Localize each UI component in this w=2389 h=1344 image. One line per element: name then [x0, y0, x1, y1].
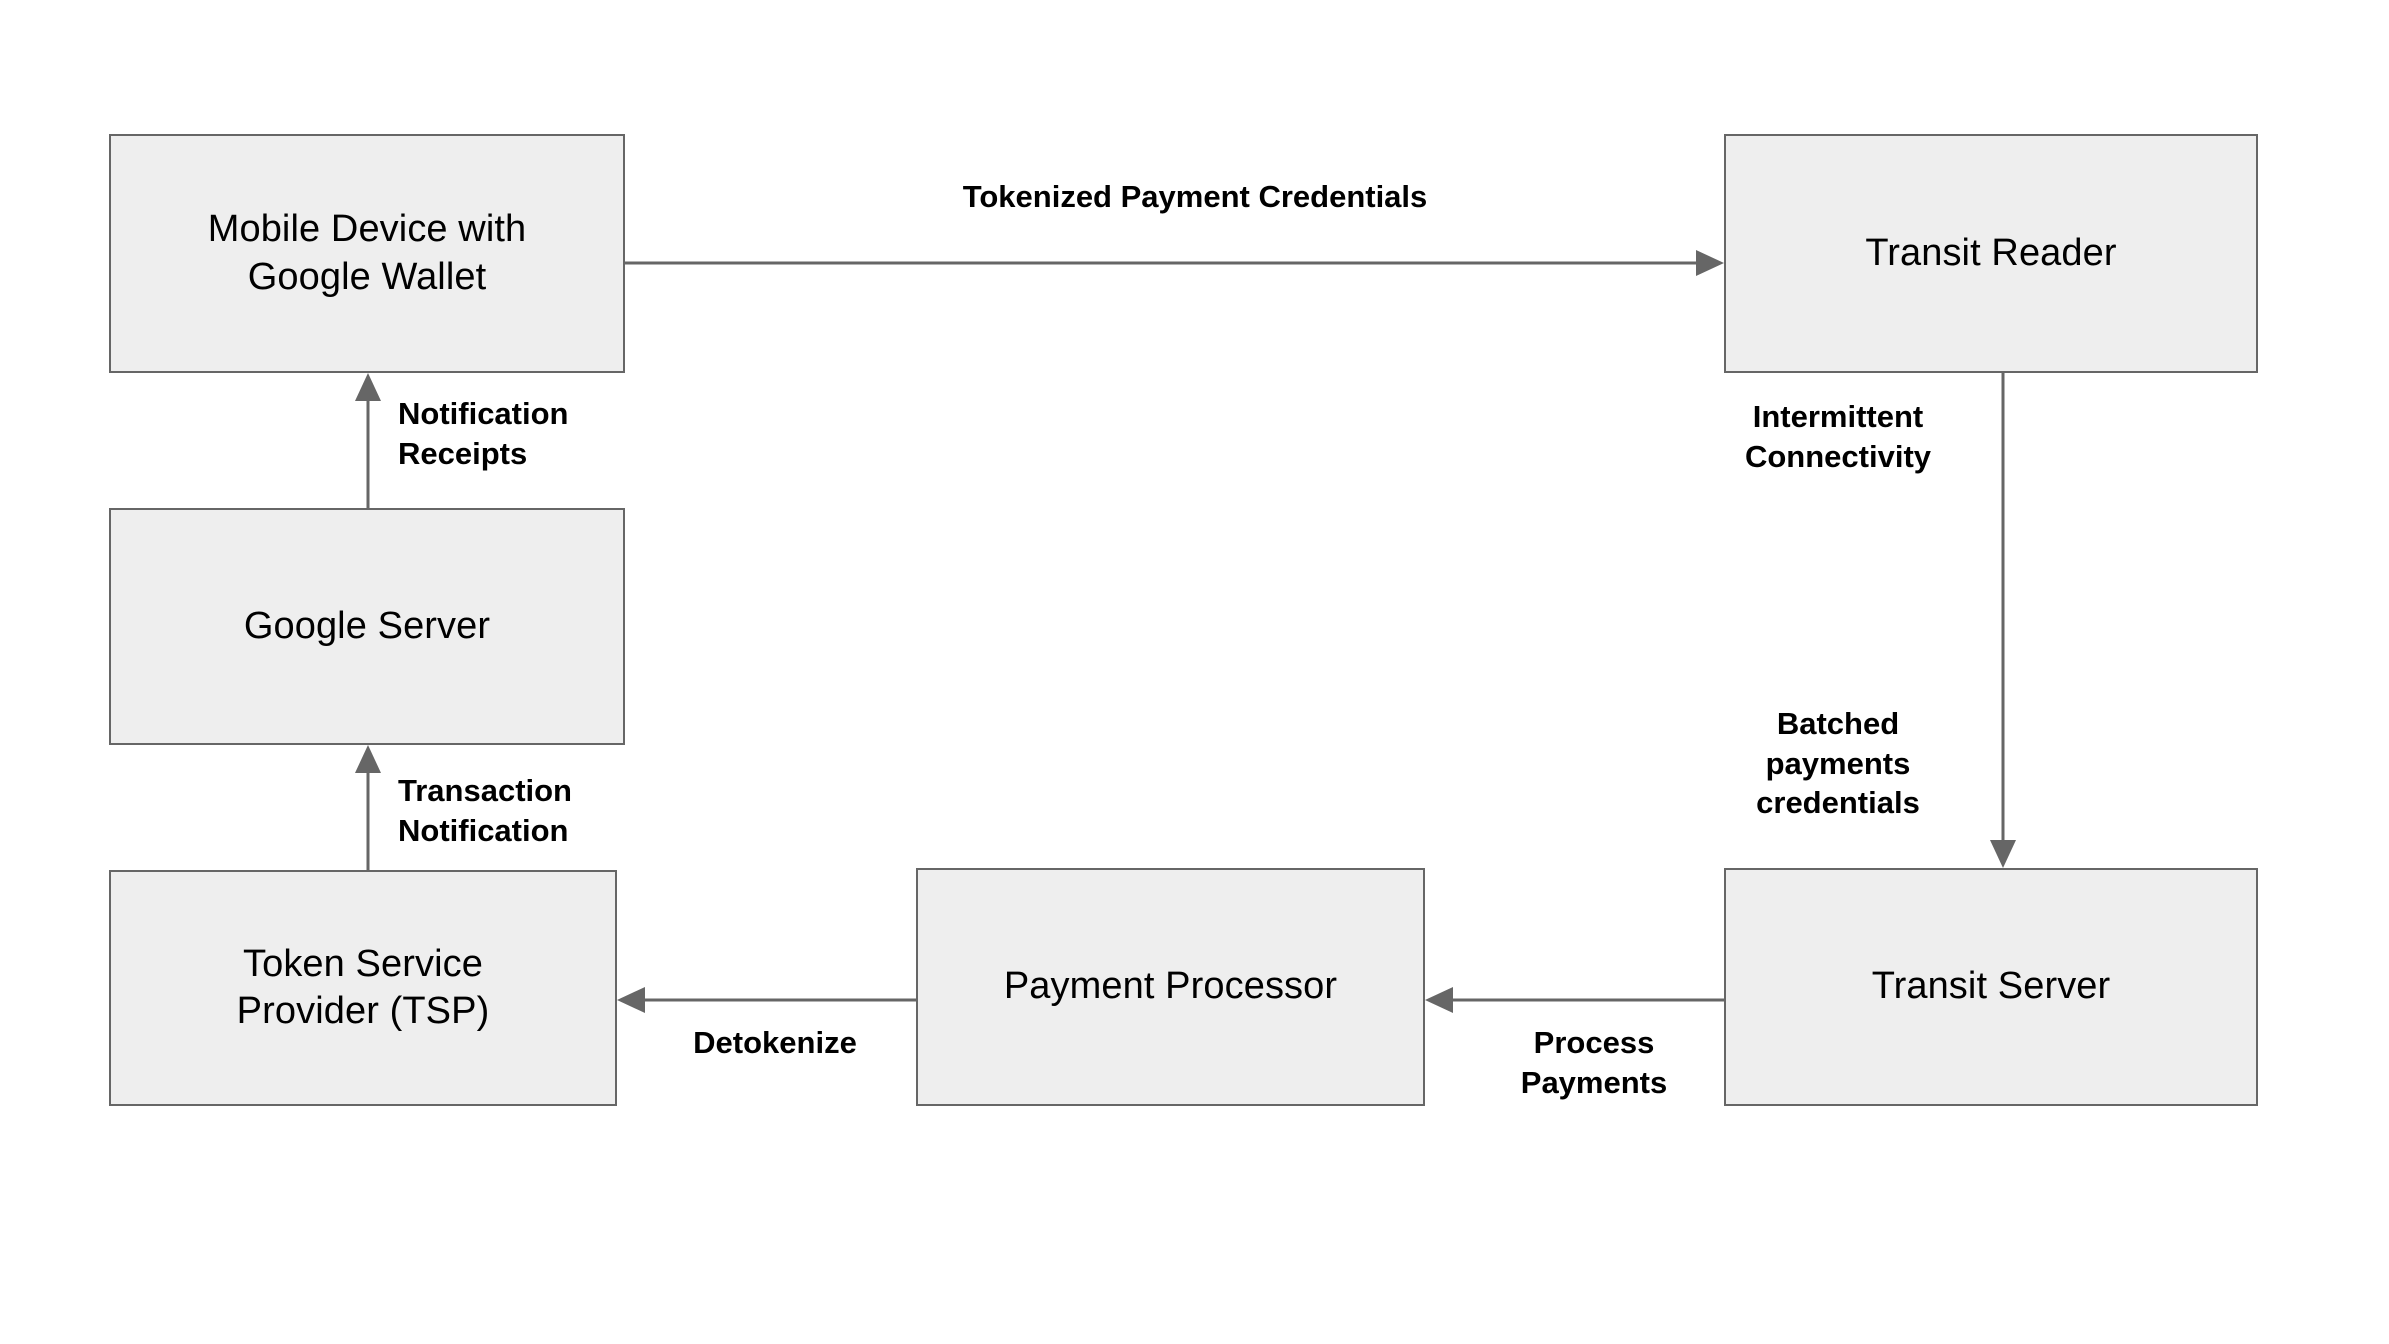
edge-google-server-to-mobile — [355, 373, 381, 508]
edge-label-intermittent-connectivity: Intermittent Connectivity — [1744, 399, 1932, 474]
edge-label-transaction-notification: Transaction Notification — [398, 773, 572, 848]
edge-reader-to-server — [1990, 373, 2016, 868]
edge-tsp-to-google-server — [355, 745, 381, 870]
node-transit-server[interactable]: Transit Server — [1724, 868, 2258, 1106]
edge-label-tokenized-payment-credentials: Tokenized Payment Credentials — [962, 179, 1428, 214]
edge-mobile-to-reader — [625, 250, 1724, 276]
edge-transit-server-to-processor — [1425, 987, 1724, 1013]
edge-label-process-payments: Process Payments — [1520, 1025, 1668, 1100]
edge-processor-to-tsp — [617, 987, 916, 1013]
node-transit-reader[interactable]: Transit Reader — [1724, 134, 2258, 373]
node-token-service-provider[interactable]: Token Service Provider (TSP) — [109, 870, 617, 1106]
node-payment-processor[interactable]: Payment Processor — [916, 868, 1425, 1106]
edge-label-batched-payments-credentials: Batched payments credentials — [1756, 706, 1920, 821]
node-google-server[interactable]: Google Server — [109, 508, 625, 745]
edge-label-detokenize: Detokenize — [693, 1025, 857, 1060]
edge-label-notification-receipts: Notification Receipts — [398, 396, 569, 471]
node-mobile-device[interactable]: Mobile Device with Google Wallet — [109, 134, 625, 373]
